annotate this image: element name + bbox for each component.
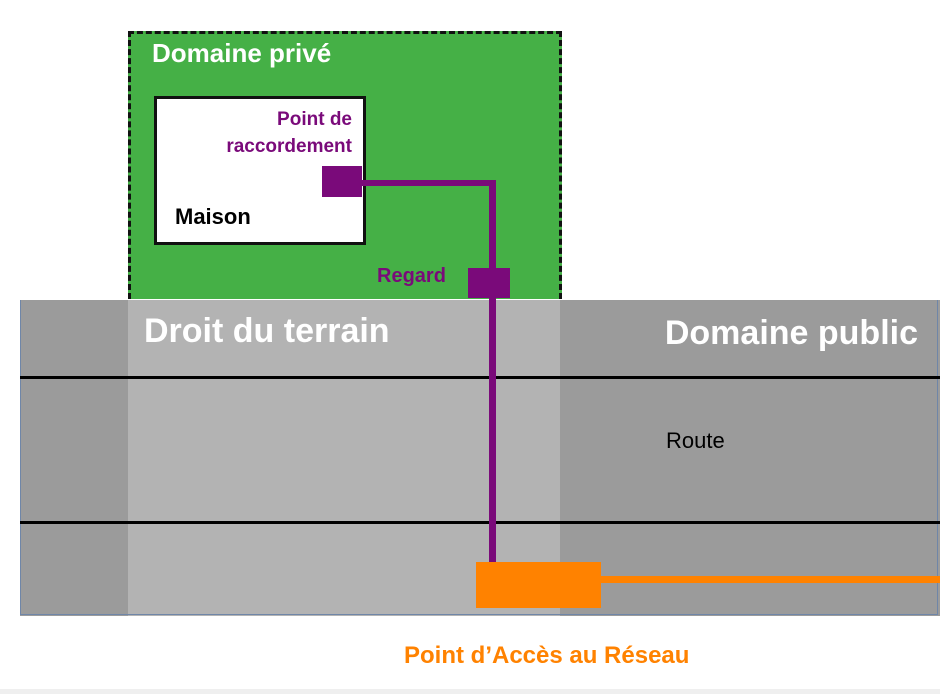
route-label: Route	[666, 428, 725, 453]
connection-point-box	[322, 166, 362, 197]
road-left-area	[20, 300, 128, 616]
pipe-vertical-public	[489, 298, 496, 564]
house-label: Maison	[175, 204, 251, 229]
road-line-top	[20, 376, 940, 379]
public-domain-zone	[560, 300, 940, 616]
connection-point-label: Point de raccordement	[226, 109, 352, 157]
bottom-strip	[0, 689, 940, 694]
network-access-point-label: Point d’Accès au Réseau	[404, 642, 690, 669]
pipe-horizontal	[362, 180, 496, 186]
road-border	[20, 300, 938, 615]
manhole-label: Regard	[377, 265, 446, 287]
network-line	[600, 576, 940, 583]
droit-du-terrain-label: Droit du terrain	[144, 312, 390, 350]
network-access-point-box	[476, 562, 601, 608]
pipe-vertical-private	[489, 180, 496, 270]
manhole-box	[468, 268, 510, 298]
public-domain-label: Domaine public	[664, 314, 918, 352]
road-line-bottom	[20, 521, 940, 524]
private-domain-label: Domaine privé	[152, 38, 332, 68]
